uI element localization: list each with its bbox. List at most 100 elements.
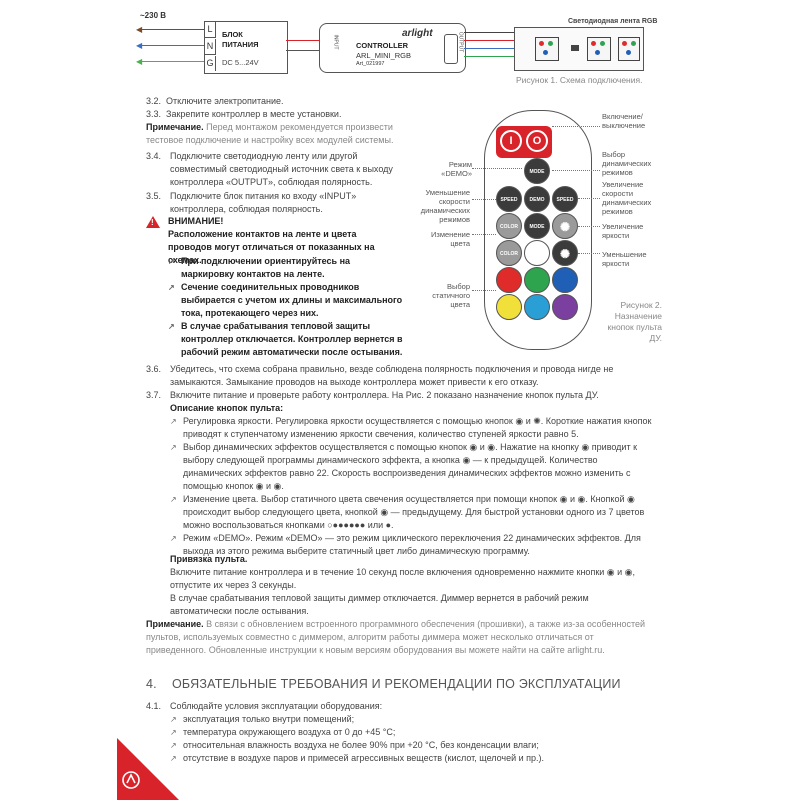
controller-block: INPUT arlight CONTROLLER ARL_MINI_RGB Ar… xyxy=(319,23,466,73)
controller-connector xyxy=(444,34,458,64)
controller-model: ARL_MINI_RGB xyxy=(356,51,412,60)
step-num: 3.4. xyxy=(146,151,162,161)
desc-item: Режим «DEMO». Режим «DEMO» — это режим ц… xyxy=(170,532,658,558)
blue-button[interactable] xyxy=(552,267,578,293)
out-wire-3 xyxy=(464,48,514,49)
warning-icon xyxy=(146,216,160,228)
demo-label: DEMO xyxy=(529,197,545,203)
step-3-5: 3.5. Подключите блок питания ко входу «IN… xyxy=(146,190,411,216)
step-num: 4.1. xyxy=(146,701,162,711)
arrow-n-icon: ◀ xyxy=(136,41,143,50)
label-select-dyn: Выбор динамических режимов xyxy=(602,150,652,177)
speed-plus-button[interactable]: SPEED xyxy=(552,186,578,212)
led-chip-3 xyxy=(618,37,640,61)
warning-mark: ! xyxy=(151,218,154,227)
power-off-button[interactable]: O xyxy=(526,130,548,152)
step-num: 3.2. xyxy=(146,96,162,106)
mode-label: MODE xyxy=(529,169,545,175)
speed-label: SPEED xyxy=(500,197,518,203)
warning-item: В случае срабатывания тепловой защиты ко… xyxy=(168,320,403,359)
step-text: Отключите электропитание. xyxy=(166,96,284,106)
figure1-caption: Рисунок 1. Схема подключения. xyxy=(516,75,643,85)
step-num: 3.7. xyxy=(146,390,162,400)
green-button[interactable] xyxy=(524,267,550,293)
step-3-6: 3.6. Убедитесь, что схема собрана правиль… xyxy=(146,363,646,389)
step-text: Включите питание и проверьте работу конт… xyxy=(170,390,599,400)
warning-item: Сечение соединительных проводников выбир… xyxy=(168,281,403,320)
led-chip-2 xyxy=(587,37,611,61)
brightness-down-button[interactable]: ✺ xyxy=(552,240,578,266)
leader-line xyxy=(472,234,496,235)
wire-l xyxy=(140,29,205,30)
label-speed-up: Увеличение скорости динамических режимов xyxy=(602,180,652,216)
step-3-4: 3.4.Подключите светодиодную ленту или др… xyxy=(146,150,411,189)
label-bright-down: Уменьшение яркости xyxy=(602,250,647,268)
mode-plus-button[interactable]: MODE xyxy=(524,158,550,184)
step-num: 3.5. xyxy=(146,191,162,201)
purple-button[interactable] xyxy=(552,294,578,320)
arrow-l-icon: ◀ xyxy=(136,25,143,34)
step-text: Закрепите контроллер в месте установки. xyxy=(166,109,342,119)
leader-line xyxy=(472,290,496,291)
warning-item: При подключении ориентируйтесь на маркир… xyxy=(168,255,403,281)
strip-title: Светодиодная лента RGB xyxy=(568,18,658,25)
pin-g: G xyxy=(205,56,216,71)
power-on-button[interactable]: I xyxy=(500,130,522,152)
resistor-icon xyxy=(571,45,579,51)
white-button[interactable] xyxy=(524,240,550,266)
condition-item: относительная влажность воздуха не более… xyxy=(170,739,650,752)
controller-name: CONTROLLER xyxy=(356,41,409,50)
label-bright-up: Увеличение яркости xyxy=(602,222,644,240)
note-text: Перед монтажом рекомендуется произвести … xyxy=(146,122,394,145)
controller-input-label: INPUT xyxy=(332,34,339,50)
speed-label: SPEED xyxy=(556,197,574,203)
out-wire-1 xyxy=(464,32,514,33)
binding-text: Включите питание контроллера и в течение… xyxy=(170,567,636,590)
thermal-text: В случае срабатывания тепловой защиты ди… xyxy=(170,593,589,616)
step-num: 3.6. xyxy=(146,364,162,374)
step-text: Подключите блок питания ко входу «INPUT»… xyxy=(170,191,357,214)
label-color-change: Изменение цвета xyxy=(431,230,470,248)
controller-brand: arlight xyxy=(402,28,433,39)
warning-list: При подключении ориентируйтесь на маркир… xyxy=(168,255,403,359)
mode-label: MODE xyxy=(529,224,545,230)
step-3-7: 3.7. Включите питание и проверьте работу … xyxy=(146,389,646,402)
step-text: Соблюдайте условия эксплуатации оборудов… xyxy=(170,701,383,711)
demo-button[interactable]: DEMO xyxy=(524,186,550,212)
buttons-desc-title: Описание кнопок пульта: xyxy=(170,403,284,413)
speed-minus-button[interactable]: SPEED xyxy=(496,186,522,212)
color-label: COLOR xyxy=(499,251,519,257)
controller-art: Art_021997 xyxy=(356,61,385,67)
out-wire-2 xyxy=(464,40,514,41)
step-3-3: 3.3. Закрепите контроллер в месте устано… xyxy=(146,108,396,121)
yellow-button[interactable] xyxy=(496,294,522,320)
brightness-up-button[interactable]: ✺ xyxy=(552,213,578,239)
wire-n xyxy=(140,45,205,46)
psu-title: БЛОК ПИТАНИЯ xyxy=(222,30,259,49)
mode-minus-button[interactable]: MODE xyxy=(524,213,550,239)
section-title: ОБЯЗАТЕЛЬНЫЕ ТРЕБОВАНИЯ И РЕКОМЕНДАЦИИ П… xyxy=(172,677,621,691)
arrow-g-icon: ◀ xyxy=(136,57,143,66)
color-plus-button[interactable]: COLOR xyxy=(496,213,522,239)
leader-line xyxy=(472,199,496,200)
leader-line xyxy=(578,253,600,254)
cyan-button[interactable] xyxy=(524,294,550,320)
red-button[interactable] xyxy=(496,267,522,293)
wire-minus xyxy=(286,50,320,51)
desc-item: Регулировка яркости. Регулировка яркости… xyxy=(170,415,658,441)
controller-output-label: OUTPUT xyxy=(457,31,464,53)
note-label: Примечание. xyxy=(146,619,204,629)
leader-line xyxy=(472,168,522,169)
label-static-color: Выбор статичного цвета xyxy=(432,282,470,309)
brand-logo-icon xyxy=(121,770,141,790)
note-label: Примечание. xyxy=(146,122,204,132)
wire-plus xyxy=(286,40,320,41)
step-4-1: 4.1. Соблюдайте условия эксплуатации обор… xyxy=(146,700,546,713)
color-minus-button[interactable]: COLOR xyxy=(496,240,522,266)
corner-triangle xyxy=(117,738,179,800)
conditions-list: эксплуатация только внутри помещений; те… xyxy=(170,713,650,765)
step-text: Убедитесь, что схема собрана правильно, … xyxy=(170,364,614,387)
figure2-caption: Рисунок 2. Назначение кнопок пульта ДУ. xyxy=(607,300,662,343)
out-wire-4 xyxy=(464,56,514,57)
condition-item: эксплуатация только внутри помещений; xyxy=(170,713,650,726)
